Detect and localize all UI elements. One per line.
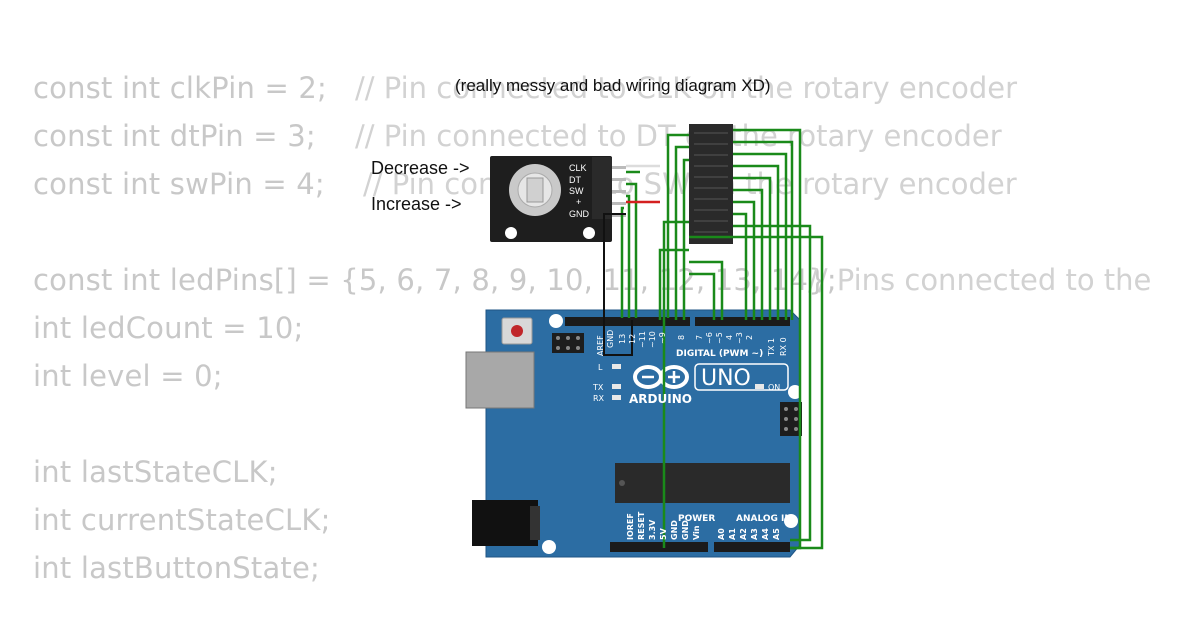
arduino-logo-icon bbox=[633, 365, 689, 389]
pin-vin: Vin bbox=[692, 525, 701, 540]
increase-label: Increase -> bbox=[371, 194, 462, 214]
pin-10: ~10 bbox=[648, 331, 657, 348]
pin-rx0: RX 0 bbox=[779, 337, 788, 356]
encoder-pin-plus: + bbox=[576, 197, 581, 207]
led-rx bbox=[612, 395, 621, 400]
led-label-l: L bbox=[598, 363, 603, 372]
code-comment-4: // Pins connected to the bbox=[808, 263, 1152, 297]
led-l bbox=[612, 364, 621, 369]
power-jack bbox=[472, 500, 540, 546]
pin-6: ~6 bbox=[705, 332, 714, 344]
digital-header bbox=[565, 317, 690, 326]
pin-3: ~3 bbox=[735, 332, 744, 344]
led-label-rx: RX bbox=[593, 394, 605, 403]
usb-port bbox=[465, 351, 535, 409]
pin-5: ~5 bbox=[715, 332, 724, 344]
pin-8: 8 bbox=[677, 335, 686, 340]
pin-a3: A3 bbox=[750, 528, 759, 540]
board-model: UNO bbox=[701, 366, 751, 391]
icsp-header-right bbox=[780, 402, 802, 436]
encoder-hole bbox=[505, 227, 517, 239]
digital-header-label: DIGITAL (PWM ~) bbox=[676, 349, 763, 359]
power-header bbox=[610, 542, 708, 552]
uno-badge bbox=[694, 363, 789, 391]
pin-gnd-2: GND bbox=[681, 520, 690, 540]
code-line-2: const int dtPin = 3; bbox=[33, 119, 316, 153]
mounting-hole bbox=[788, 385, 802, 399]
code-line-6: int level = 0; bbox=[33, 359, 223, 393]
pin-a4: A4 bbox=[761, 528, 770, 540]
pin-7: 7 bbox=[695, 335, 704, 340]
pin-4: 4 bbox=[725, 335, 734, 340]
analog-header-label: ANALOG IN bbox=[736, 514, 792, 524]
encoder-pin-gnd: GND bbox=[569, 209, 590, 219]
pin-reset: RESET bbox=[637, 511, 646, 540]
atmega-chip bbox=[615, 463, 790, 503]
pin-11: ~11 bbox=[638, 331, 647, 348]
encoder-hole bbox=[583, 227, 595, 239]
led-on bbox=[755, 384, 764, 389]
digital-header-2 bbox=[695, 317, 790, 326]
pin-13: 13 bbox=[618, 334, 627, 344]
pin-a5: A5 bbox=[772, 528, 781, 540]
wire-black bbox=[603, 213, 633, 356]
led-bar-graph bbox=[689, 124, 733, 244]
encoder-pin-clk: CLK bbox=[569, 163, 587, 173]
pin-aref: AREF bbox=[596, 335, 605, 356]
led-label-tx: TX bbox=[592, 383, 604, 392]
mounting-hole bbox=[549, 314, 563, 328]
decrease-label: Decrease -> bbox=[371, 158, 470, 178]
code-line-4: const int ledPins[] = {5, 6, 7, 8, 9, 10… bbox=[33, 263, 837, 297]
code-line-7: int lastStateCLK; bbox=[33, 455, 278, 489]
code-line-8: int currentStateCLK; bbox=[33, 503, 331, 537]
analog-header bbox=[714, 542, 790, 552]
encoder-pin-sw: SW bbox=[569, 186, 584, 196]
pin-9: ~9 bbox=[658, 332, 667, 344]
code-line-5: int ledCount = 10; bbox=[33, 311, 304, 345]
code-line-3: const int swPin = 4; bbox=[33, 167, 325, 201]
pin-5v: 5V bbox=[659, 527, 668, 540]
led-tx bbox=[612, 384, 621, 389]
board-brand: ARDUINO bbox=[629, 392, 692, 406]
pin-gnd-1: GND bbox=[670, 520, 679, 540]
diagram-caption: (really messy and bad wiring diagram XD) bbox=[455, 76, 771, 95]
pin-12: 12 bbox=[628, 334, 637, 344]
led-label-on: ON bbox=[768, 383, 780, 392]
code-line-1: const int clkPin = 2; bbox=[33, 71, 328, 105]
pin-a2: A2 bbox=[739, 528, 748, 540]
pin-3v3: 3.3V bbox=[648, 519, 657, 540]
encoder-pin-dt: DT bbox=[569, 175, 581, 185]
rotary-encoder[interactable] bbox=[490, 156, 626, 242]
reset-button[interactable] bbox=[501, 317, 533, 345]
analog-pin-labels: A0 A1 A2 A3 A4 A5 bbox=[717, 528, 781, 540]
pin-a0: A0 bbox=[717, 528, 726, 540]
mounting-hole bbox=[542, 540, 556, 554]
pin-2: 2 bbox=[745, 335, 754, 340]
arduino-uno-board bbox=[465, 309, 802, 558]
power-header-label: POWER bbox=[678, 514, 715, 524]
pin-tx1: TX 1 bbox=[767, 338, 776, 357]
power-pin-labels: IOREF RESET 3.3V 5V GND GND Vin bbox=[626, 511, 701, 540]
icsp-header bbox=[552, 333, 584, 353]
pin-ioref: IOREF bbox=[626, 513, 635, 540]
mounting-hole bbox=[784, 514, 798, 528]
code-line-9: int lastButtonState; bbox=[33, 551, 321, 585]
code-comment-1: // Pin connected to CLK on the rotary en… bbox=[355, 71, 1018, 105]
wires-green bbox=[620, 128, 824, 550]
pin-a1: A1 bbox=[728, 528, 737, 540]
digital-pin-labels: AREF GND 13 12 ~11 ~10 ~9 8 7 ~6 ~5 4 ~3… bbox=[596, 330, 788, 357]
pin-gnd: GND bbox=[606, 330, 615, 348]
